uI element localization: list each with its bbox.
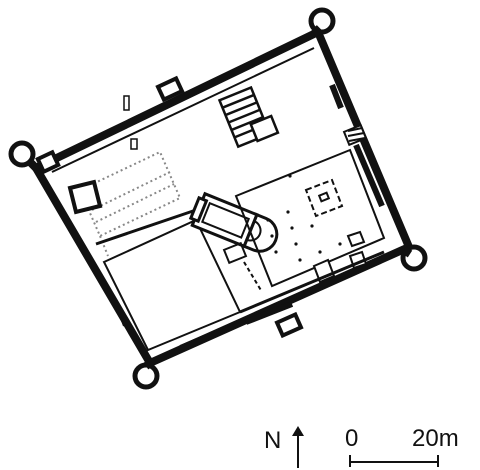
north-wall-tower <box>155 75 185 103</box>
west-keep-room <box>67 179 103 215</box>
small-cell <box>130 138 138 150</box>
chapel <box>188 191 279 253</box>
west-wall-tower <box>35 149 61 175</box>
scale-line <box>349 455 439 467</box>
east-gate <box>342 123 368 147</box>
east-hall <box>234 148 386 288</box>
north-label: N <box>264 427 281 454</box>
scale-end-label: 20m <box>412 425 459 452</box>
north-arrow: N <box>264 426 304 468</box>
scale-bar: 0 20m <box>345 425 459 467</box>
tower-southwest <box>132 362 160 390</box>
north-arrow-icon <box>292 426 304 468</box>
chapel-annex <box>222 241 263 293</box>
south-wall-tower <box>274 311 304 339</box>
south-inner-wall <box>179 250 385 347</box>
wall-towers <box>35 75 304 339</box>
scale-start-label: 0 <box>345 425 358 452</box>
east-hall-details <box>312 230 368 284</box>
north-buildings <box>123 85 280 150</box>
east-hall-inner-room <box>304 178 344 218</box>
east-wall-detail <box>329 83 385 208</box>
well-marker <box>123 95 130 111</box>
tower-joins <box>27 25 413 370</box>
tower-northwest <box>8 140 36 168</box>
dotted-foundations <box>78 150 182 257</box>
hall-pillars <box>266 174 342 262</box>
striped-building <box>217 85 280 149</box>
curtain-wall-inner <box>51 47 315 173</box>
